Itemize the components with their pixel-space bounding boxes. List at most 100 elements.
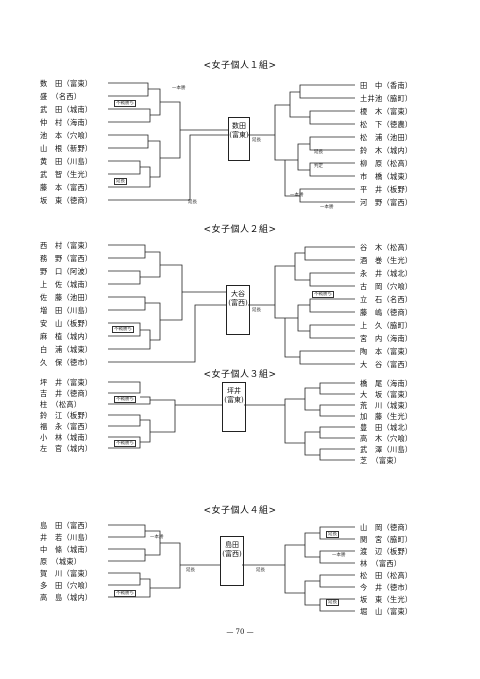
- enchou-note: 延長: [188, 200, 197, 205]
- player: 麻 植（城内）: [40, 332, 93, 341]
- player: 橋 尾（海南）: [360, 379, 413, 388]
- player: 増 田（川島）: [40, 306, 93, 315]
- enchou-note: 延長: [186, 568, 195, 573]
- group-4-winner: 島田 (富西): [222, 541, 242, 558]
- player: 盛 （名西）: [40, 92, 82, 101]
- player: 山 根（新野）: [40, 144, 93, 153]
- player: 久 保（徳市）: [40, 358, 93, 367]
- player: 佐 藤（池田）: [40, 293, 93, 302]
- player: 堀 山（富東）: [360, 607, 413, 616]
- bracket-line: [304, 246, 355, 261]
- player: 原 （城東）: [40, 557, 82, 566]
- group-2-title: <女子個人２組>: [203, 225, 277, 235]
- enchou-note: 延長: [256, 568, 265, 573]
- player: 今 井（徳市）: [360, 583, 413, 592]
- player: 河 野（富西）: [360, 198, 413, 207]
- player: 中 條（城南）: [40, 545, 93, 554]
- player: 松 田（松高）: [360, 571, 413, 580]
- player: 仲 村（海南）: [40, 118, 93, 127]
- bracket-line: [289, 91, 310, 118]
- player: 黄 田（川島）: [40, 157, 93, 166]
- player: 山 岡（徳商）: [360, 523, 413, 532]
- hantei-note: 判定: [314, 164, 323, 169]
- bracket-line: [108, 548, 146, 562]
- group-2-winner-box: 大谷 (富西): [226, 285, 250, 335]
- fusen-note: 不戦勝ち: [312, 291, 334, 298]
- player: 柱 （松高）: [40, 400, 82, 409]
- player: 高 木（穴喰）: [360, 434, 413, 443]
- bracket-line: [304, 532, 320, 558]
- bracket-line: [284, 160, 300, 197]
- enchou-note: 延長: [252, 138, 261, 143]
- player: 坂 東（徳商）: [40, 196, 93, 205]
- bracket-line: [274, 104, 298, 161]
- bracket-line: [108, 572, 141, 586]
- enchou-note: 延長: [326, 599, 339, 606]
- bracket-line: [294, 252, 310, 281]
- player: 鈴 江（板野）: [40, 411, 93, 420]
- player: 数 田（富東）: [40, 79, 93, 88]
- fusen-note: 不戦勝ち: [112, 326, 134, 333]
- bracket-line: [319, 574, 355, 588]
- group-2-winner: 大谷 (富西): [228, 290, 248, 307]
- bracket-line: [108, 160, 141, 175]
- player: 大 谷（富西）: [360, 360, 413, 369]
- bracket-line: [297, 304, 310, 332]
- bracket-line: [284, 544, 305, 594]
- ippon-note: 一本勝: [320, 205, 334, 210]
- player: 小 林（城南）: [40, 433, 93, 442]
- page-number: — 70 —: [226, 628, 254, 636]
- bracket-line: [140, 251, 161, 278]
- bracket-line: [108, 329, 151, 350]
- bracket-line: [108, 108, 151, 123]
- player: 陶 本（富東）: [360, 347, 413, 356]
- player: 平 井（板野）: [360, 185, 413, 194]
- bracket-line: [108, 134, 228, 201]
- bracket-line: [319, 404, 355, 417]
- group-4-winner-box: 島田 (富西): [220, 536, 244, 586]
- player: 松 下（徳農）: [360, 120, 413, 129]
- bracket-line: [304, 580, 320, 606]
- player: 武 智（生光）: [40, 170, 93, 179]
- fusen-note: 不戦勝ち: [114, 396, 136, 403]
- player: 安 山（板野）: [40, 319, 93, 328]
- bracket-line: [108, 134, 149, 149]
- bracket-line: [145, 302, 161, 341]
- player: 坂 東（生光）: [360, 595, 413, 604]
- bracket-line: [319, 426, 355, 439]
- bracket-line: [150, 399, 176, 433]
- player: 土井池（脇町）: [360, 94, 413, 103]
- bracket-line: [309, 162, 355, 177]
- player: 立 石（名西）: [360, 295, 413, 304]
- player: 鈴 木（城内）: [360, 146, 413, 155]
- bracket-line: [297, 143, 310, 171]
- player: 宮 内（海南）: [360, 334, 413, 343]
- bracket-line: [274, 265, 298, 319]
- player: 加 藤（生光）: [360, 412, 413, 421]
- bracket-line: [160, 101, 181, 159]
- fusen-note: 不戦勝ち: [114, 100, 136, 107]
- player: 林 （富西）: [360, 559, 402, 568]
- player: 荒 川（城東）: [360, 401, 413, 410]
- player: 武 澤（川島）: [360, 445, 413, 454]
- player: 上 久（脇町）: [360, 321, 413, 330]
- player: 榎 木（富東）: [360, 107, 413, 116]
- player: 上 佐（城南）: [40, 280, 93, 289]
- player: 谷 木（松高）: [360, 243, 413, 252]
- bracket-line: [309, 110, 355, 125]
- player: 多 田（穴喰）: [40, 581, 93, 590]
- bracket-line: [160, 264, 183, 321]
- group-3-title: <女子個人３組>: [203, 370, 277, 380]
- player: 賀 川（富東）: [40, 569, 93, 578]
- player: 井 若（川島）: [40, 533, 93, 542]
- player: 吉 井（徳商）: [40, 389, 93, 398]
- player: 田 中（香南）: [360, 81, 413, 90]
- group-1-title: <女子個人１組>: [203, 61, 277, 71]
- bracket-line: [108, 244, 146, 259]
- player: 白 浦（城東）: [40, 345, 93, 354]
- bracket-line: [304, 431, 320, 456]
- ippon-note: 一本勝: [290, 193, 304, 198]
- bracket-line: [299, 188, 355, 203]
- bracket-line: [108, 322, 141, 337]
